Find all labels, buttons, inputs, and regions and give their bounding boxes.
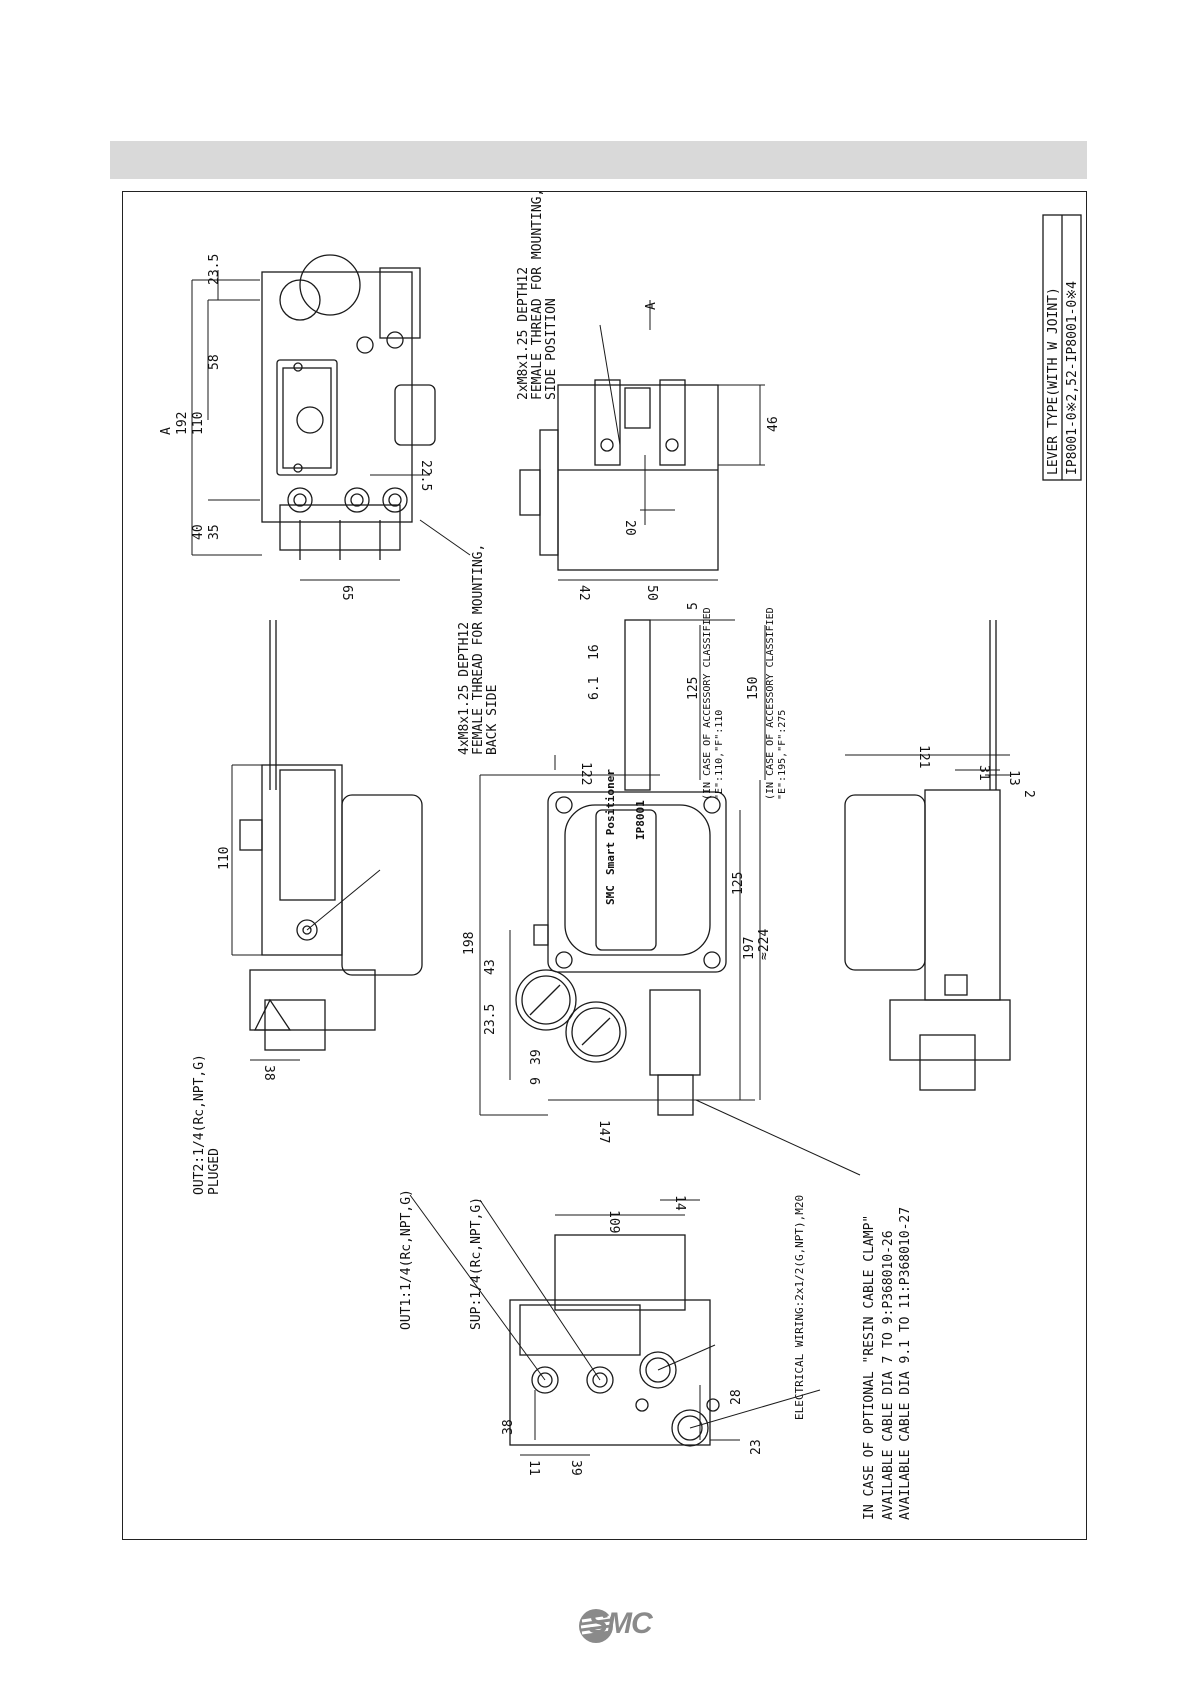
back-thread-note-1: 4xM8x1.25 DEPTH12 xyxy=(457,622,472,755)
out1-note: OUT1:1/4(Rc,NPT,G) xyxy=(399,1189,414,1330)
dim-192: 192 xyxy=(175,412,190,435)
dimension-lines xyxy=(191,270,1010,1456)
wiring-note: ELECTRICAL WIRING:2x1/2(G,NPT),M20 xyxy=(793,1195,806,1420)
dim-198: 198 xyxy=(462,932,477,955)
plate-product: Smart Positioner xyxy=(604,769,617,875)
dim-14: 14 xyxy=(672,1195,687,1211)
back-thread-note-2: FEMALE THREAD FOR MOUNTING, xyxy=(471,544,486,755)
footer-logo-text: SMC xyxy=(588,1607,653,1640)
top-view xyxy=(261,254,436,560)
dim-43: 43 xyxy=(483,959,498,975)
dim-31: 31 xyxy=(976,765,991,781)
side-view xyxy=(519,379,719,571)
dim-150: 150 xyxy=(746,677,761,700)
dim-38-side: 38 xyxy=(261,1065,276,1081)
dim-5: 5 xyxy=(686,602,701,610)
lever-side-view xyxy=(239,620,423,1051)
plate-model: IP8001 xyxy=(634,800,647,840)
dim-39-bottom: 39 xyxy=(568,1460,583,1476)
dim-65: 65 xyxy=(339,585,354,601)
dim-122: 122 xyxy=(578,762,593,785)
out2-note-2: PLUGED xyxy=(207,1148,222,1195)
drawing-sheet-border xyxy=(122,191,1087,1540)
dim-13: 13 xyxy=(1006,770,1021,786)
dim-11: 11 xyxy=(526,1460,541,1476)
accessory-f-note-2: "E":195,"F":275 xyxy=(777,710,788,800)
dim-121: 121 xyxy=(916,745,931,768)
dim-16: 16 xyxy=(587,644,602,660)
side-thread-note-3: SIDE POSITION xyxy=(544,298,559,400)
side-thread-note-1: 2xM8x1.25 DEPTH12 xyxy=(516,267,531,400)
dim-9: 9 xyxy=(529,1077,544,1085)
sup-note: SUP:1/4(Rc,NPT,G) xyxy=(469,1197,484,1330)
dim-a: A xyxy=(159,427,174,435)
clamp-note-line2: AVAILABLE CABLE DIA 9.1 TO 11:P368010-27 xyxy=(898,1207,913,1520)
dim-23-5-top: 23.5 xyxy=(207,254,222,285)
out2-note-1: OUT2:1/4(Rc,NPT,G) xyxy=(192,1054,207,1195)
dim-23: 23 xyxy=(749,1439,764,1455)
side-thread-note-2: FEMALE THREAD FOR MOUNTING, xyxy=(530,189,545,400)
dim-38-bottom: 38 xyxy=(501,1419,516,1435)
dim-23-5-front: 23.5 xyxy=(483,1004,498,1035)
dim-40: 40 xyxy=(191,524,206,540)
dim-110-top: 110 xyxy=(191,412,206,435)
dim-147: 147 xyxy=(596,1120,611,1143)
dim-125-lever: 125 xyxy=(686,677,701,700)
view-arrow-a: A xyxy=(644,302,659,310)
dim-50: 50 xyxy=(644,585,659,601)
accessory-e-note-1: (IN CASE OF ACCESSORY CLASSIFIED xyxy=(702,607,713,800)
dim-58: 58 xyxy=(207,354,222,370)
dim-20: 20 xyxy=(622,520,637,536)
bottom-view xyxy=(509,1234,720,1447)
dim-6-1: 6.1 xyxy=(587,677,602,700)
dim-46: 46 xyxy=(766,416,781,432)
dim-22-5: 22.5 xyxy=(418,460,433,491)
plate-brand: SMC xyxy=(604,885,617,905)
front-view xyxy=(515,619,727,1116)
dim-197: 197 xyxy=(742,937,757,960)
accessory-e-note-2: "E":110,"F":110 xyxy=(714,710,725,800)
right-side-view xyxy=(844,620,1011,1091)
back-thread-note-3: BACK SIDE xyxy=(485,685,500,755)
clamp-note-title: IN CASE OF OPTIONAL "RESIN CABLE CLAMP" xyxy=(862,1215,877,1520)
dim-35: 35 xyxy=(207,524,222,540)
title-block-model: IP8001-0※2,52-IP8001-0※4 xyxy=(1065,281,1080,475)
dim-39-front: 39 xyxy=(529,1049,544,1065)
smc-logo-icon xyxy=(579,1609,613,1643)
dim-109: 109 xyxy=(606,1210,621,1233)
dim-224: ≈224 xyxy=(757,929,772,960)
header-bar xyxy=(110,141,1087,179)
dim-125-front: 125 xyxy=(731,872,746,895)
clamp-note-line1: AVAILABLE CABLE DIA 7 TO 9:P368010-26 xyxy=(881,1230,896,1520)
dim-110-side: 110 xyxy=(217,847,232,870)
dim-28: 28 xyxy=(729,1389,744,1405)
dim-2: 2 xyxy=(1021,790,1036,798)
accessory-f-note-1: (IN CASE OF ACCESSORY CLASSIFIED xyxy=(765,607,776,800)
dim-42: 42 xyxy=(576,585,591,601)
title-block-title: LEVER TYPE(WITH W JOINT) xyxy=(1046,287,1061,475)
